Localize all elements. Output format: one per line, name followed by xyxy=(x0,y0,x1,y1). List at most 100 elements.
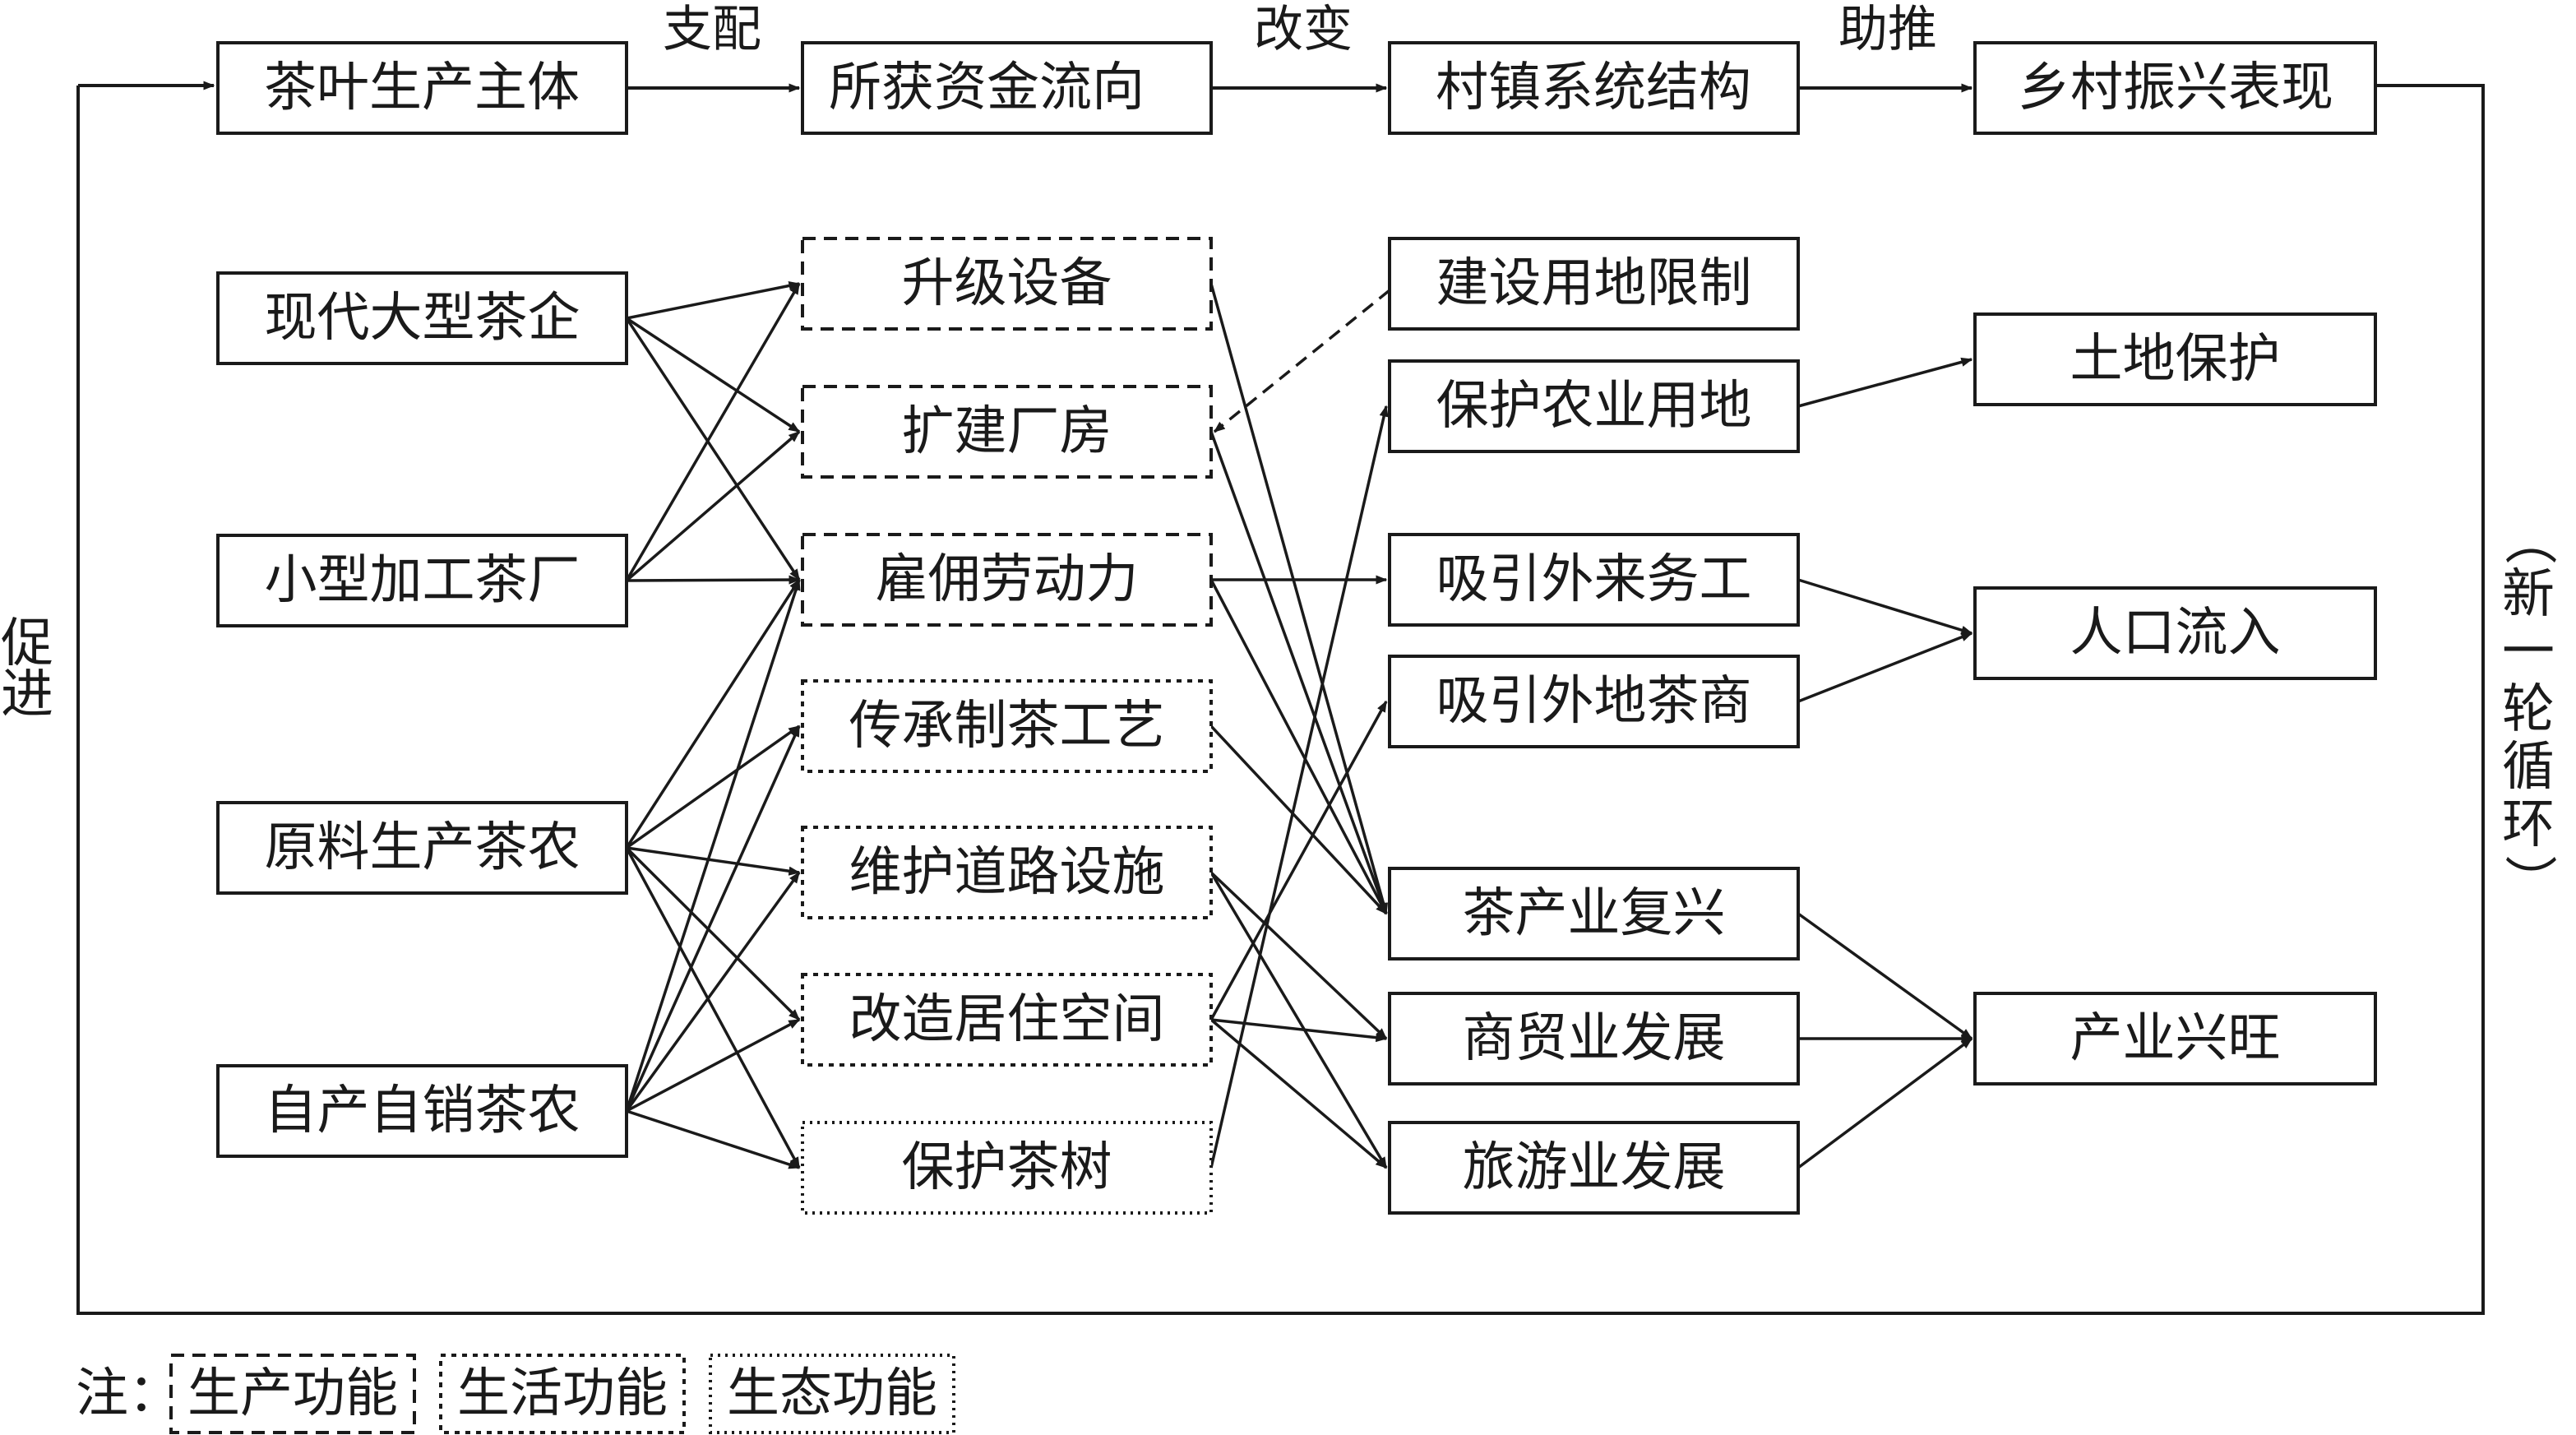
legend: 注： 生产功能 生活功能 生态功能 xyxy=(76,1354,955,1434)
investment-box xyxy=(801,826,1213,919)
side-right-char: 轮 xyxy=(2502,679,2555,740)
header-subject-box xyxy=(216,41,628,135)
outcome-box xyxy=(1973,312,2377,406)
flow-arrow xyxy=(1209,405,1389,1169)
structure-box xyxy=(1388,867,1800,961)
header-funds-label: 所获资金流向 xyxy=(829,58,1145,118)
investment-label: 维护道路设施 xyxy=(849,842,1165,903)
header-structure-box xyxy=(1388,41,1800,135)
side-left-char: 进 xyxy=(1,664,53,725)
flow-arrow xyxy=(625,317,801,581)
structure-box xyxy=(1388,359,1800,453)
structure-label: 建设用地限制 xyxy=(1436,253,1752,314)
flow-arrow xyxy=(625,282,801,581)
flow-arrow xyxy=(1209,872,1388,1169)
side-right-char: ） xyxy=(2498,854,2559,907)
legend-box-production xyxy=(169,1354,416,1434)
investment-box xyxy=(801,533,1213,627)
investment-label: 升级设备 xyxy=(902,253,1112,314)
investment-label: 保护茶树 xyxy=(902,1137,1112,1198)
investment-box xyxy=(801,1121,1213,1215)
structure-label: 保护农业用地 xyxy=(1436,376,1752,437)
flow-arrow xyxy=(626,317,801,433)
structure-box xyxy=(1388,992,1800,1086)
flow-arrow xyxy=(1209,283,1389,915)
flow-arrow xyxy=(625,724,801,1112)
outcome-label: 产业兴旺 xyxy=(2070,1008,2281,1069)
structure-label: 茶产业复兴 xyxy=(1463,883,1726,944)
header-structure-label: 村镇系统结构 xyxy=(1436,58,1751,118)
loop-line xyxy=(76,84,2485,1315)
flow-arrow xyxy=(626,1109,801,1169)
flow-arrow xyxy=(625,578,801,849)
side-label-right: （ 新 一 轮 循 环 ） xyxy=(2498,512,2559,907)
outcome-box xyxy=(1973,586,2377,680)
side-right-char: 一 xyxy=(2502,622,2555,683)
flow-arrow xyxy=(625,846,801,1021)
header-revitalization-label: 乡村振兴表现 xyxy=(2018,58,2333,118)
flow-arrow xyxy=(625,724,801,849)
flow-arrow xyxy=(1209,700,1388,1021)
flow-arrow xyxy=(625,578,801,1112)
legend-box-ecology xyxy=(709,1354,955,1434)
structure-box xyxy=(1388,655,1800,748)
verb-dominate-label: 支配 xyxy=(663,1,761,58)
verb-boost-label: 助推 xyxy=(1838,1,1937,58)
flow-arrow xyxy=(626,846,801,876)
header-subject-label: 茶叶生产主体 xyxy=(264,58,580,118)
investment-label: 扩建厂房 xyxy=(902,401,1112,462)
structure-label: 商贸业发展 xyxy=(1463,1008,1726,1069)
flow-arrow xyxy=(626,575,801,585)
side-label-left: 促 进 xyxy=(1,613,53,725)
flow-arrow xyxy=(1209,724,1388,915)
header-funds-box xyxy=(801,41,1213,135)
structure-label: 旅游业发展 xyxy=(1463,1137,1726,1198)
investment-box xyxy=(801,973,1213,1067)
outcome-box xyxy=(1973,992,2377,1086)
investment-label: 改造居住空间 xyxy=(849,989,1165,1050)
side-right-char: 环 xyxy=(2502,794,2555,855)
outcome-label: 人口流入 xyxy=(2070,603,2281,664)
header-row: 茶叶生产主体 所获资金流向 村镇系统结构 乡村振兴表现 支配 改变 助推 xyxy=(216,1,2377,135)
producer-box xyxy=(216,271,628,365)
flow-arrow xyxy=(626,1018,801,1113)
producer-label: 小型加工茶厂 xyxy=(265,550,580,611)
edges xyxy=(625,280,1973,1169)
flow-arrow xyxy=(625,430,801,582)
investment-box xyxy=(801,679,1213,773)
legend-item-production: 生产功能 xyxy=(187,1363,398,1424)
legend-item-living: 生活功能 xyxy=(457,1363,668,1424)
flow-arrow xyxy=(1209,1018,1388,1169)
producer-label: 现代大型茶企 xyxy=(265,288,580,349)
flow-arrow xyxy=(626,280,801,320)
header-revitalization-box xyxy=(1973,41,2377,135)
flow-arrow xyxy=(1209,871,1388,1040)
structure-box xyxy=(1388,237,1800,331)
structure-box xyxy=(1388,1121,1800,1215)
structure-label: 吸引外地茶商 xyxy=(1436,671,1752,732)
investment-label: 传承制茶工艺 xyxy=(849,696,1165,757)
producer-label: 原料生产茶农 xyxy=(265,817,580,878)
flow-arrow xyxy=(1210,1018,1388,1043)
structure-box xyxy=(1388,533,1800,627)
producer-label: 自产自销茶农 xyxy=(265,1081,580,1141)
verb-change-label: 改变 xyxy=(1254,1,1353,58)
investment-label: 雇佣劳动力 xyxy=(876,549,1139,610)
side-right-char: 循 xyxy=(2502,737,2555,798)
flow-arrow xyxy=(1797,912,1973,1040)
side-right-char: 新 xyxy=(2502,564,2555,625)
legend-prefix: 注： xyxy=(76,1363,181,1424)
structure-label: 吸引外来务工 xyxy=(1436,549,1752,610)
flow-arrow xyxy=(625,847,801,1169)
flow-arrow xyxy=(1209,431,1388,915)
legend-box-living xyxy=(439,1354,686,1434)
flow-arrow xyxy=(1213,289,1391,433)
side-right-char: （ xyxy=(2498,512,2559,565)
flow-arrow xyxy=(625,871,801,1113)
producer-box xyxy=(216,801,628,895)
